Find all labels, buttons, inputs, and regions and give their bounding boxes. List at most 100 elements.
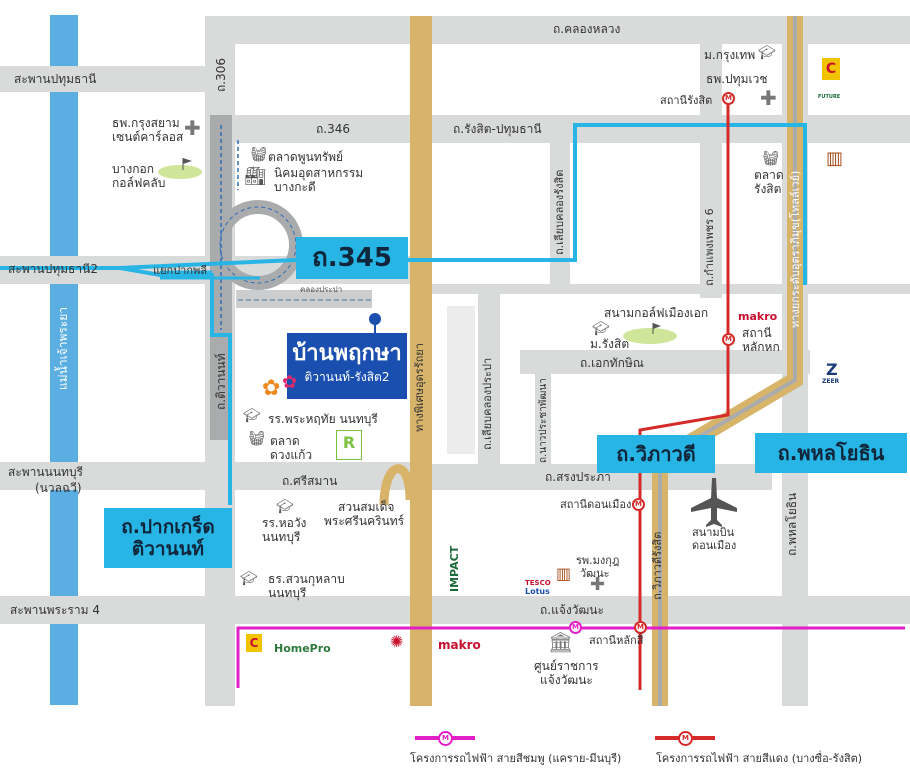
label-govt-center-1: ศูนย์ราชการ: [534, 659, 599, 673]
big-c-logo-bottom: C: [246, 634, 262, 652]
graduation-cap-icon-5: 🎓︎: [240, 571, 258, 587]
label-nawa: ถ.นาวประชาพัฒนา: [538, 378, 549, 463]
highway-uttra: [410, 16, 432, 706]
label-golf-muang-ake: สนามกอล์ฟเมืองเอก: [604, 306, 709, 320]
label-airport-2: ดอนเมือง: [692, 539, 737, 552]
label-talad-duangkaew-2: ดวงแก้ว: [270, 448, 313, 462]
basket-icon: 🧺︎: [250, 147, 268, 163]
label-phahon-small: ถ.พหลโยธิน: [785, 492, 799, 556]
label-airport-1: สนามบิน: [692, 526, 735, 539]
pink-line: [236, 626, 905, 688]
hospital-cross-icon-2: ✚: [184, 116, 201, 140]
flower-icon-2: ✿: [282, 372, 298, 393]
building-icon-2: ▥: [826, 148, 844, 169]
homepro-logo: HomePro: [274, 642, 331, 655]
label-nuan-chawi: (นวลฉวี): [35, 481, 82, 495]
label-lak-hok-2: หลักหก: [742, 340, 780, 354]
label-school-phrahruthai: รร.พระหฤทัย นนทบุรี: [268, 412, 378, 426]
label-krungsiam-2: เซนต์คาร์ลอส: [112, 130, 184, 144]
label-big-pak-kret-line2: ติวานนท์: [131, 538, 205, 560]
label-talad-duangkaew-1: ตลาด: [270, 434, 300, 448]
central-logo-icon: ✺: [390, 632, 404, 651]
label-m-rangsit: ม.รังสิต: [590, 337, 630, 351]
label-sri-sanan: ถ.ศรีสมาน: [282, 474, 338, 488]
label-hosp-mongkut-2: วัฒนะ: [580, 567, 610, 580]
label-big-pak-kret-line1: ถ.ปากเกร็ด: [121, 516, 215, 538]
impact-logo: IMPACT: [448, 545, 461, 592]
airplane-icon: [691, 478, 737, 527]
graduation-cap-icon-3: 🎓︎: [243, 408, 261, 424]
label-tiwanon: ถ.ติวานนท์: [214, 353, 228, 410]
graduation-cap-icon-4: 🎓︎: [276, 499, 294, 515]
red-line: [638, 100, 730, 690]
label-lak-hok-1: สถานี: [742, 326, 772, 340]
legend-pink-label: โครงการรถไฟฟ้า สายสีชมพู (แคราย-มีนบุรี): [410, 752, 622, 765]
makro-logo-bottom: makro: [438, 638, 481, 652]
basket-icon-2: 🧺︎: [762, 151, 780, 167]
factory-icon: 🏭︎: [244, 166, 267, 187]
label-bangkok-golf-1: บางกอก: [112, 162, 154, 176]
road-ek-thakhin: [520, 350, 810, 374]
chao-phraya-river: [50, 15, 78, 705]
label-nikhom-1: นิคมอุตสาหกรรม: [274, 166, 364, 180]
basket-icon-3: 🧺︎: [248, 431, 266, 447]
big-c-logo-top: C: [822, 58, 840, 80]
label-big-pak-kret: ถ.ปากเกร็ด ติวานนท์: [104, 508, 232, 568]
label-hosp-mongkut-1: รพ.มงกุฎ: [576, 554, 620, 567]
label-highway-uttra: ทางพิเศษอุดรรัถยา: [413, 343, 426, 432]
label-yaek-pak-phli: แยกปากพลี: [153, 264, 208, 277]
hospital-cross-icon-3: ✚: [590, 574, 606, 595]
legend-red-metro-icon: M: [678, 731, 693, 746]
building-icon: ▥: [556, 564, 572, 583]
label-tollway: ทางยกระดับอุตราภิมุข(โทลล์เวย์): [789, 170, 802, 328]
road-saphan-pathum: [0, 66, 205, 92]
label-talad-rangsit-1: ตลาด: [754, 168, 784, 182]
project-box[interactable]: บ้านพฤกษา ติวานนท์-รังสิต2: [287, 333, 407, 399]
flower-icon: ✿: [262, 376, 281, 401]
label-big-phahon: ถ.พหลโยธิน: [755, 433, 907, 473]
label-tha-pathumwet: ธพ.ปทุมเวช: [706, 72, 768, 86]
label-chaeng-watthana: ถ.แจ้งวัฒนะ: [540, 603, 604, 617]
graduation-cap-icon-2: 🎓︎: [592, 321, 610, 337]
label-road-306: ถ.306: [214, 58, 228, 92]
legend-red-label: โครงการรถไฟฟ้า สายสีแดง (บางซื่อ-รังสิต): [656, 752, 863, 765]
road-prapa: [478, 294, 500, 464]
label-suankularb-1: ธร.สวนกุหลาบ: [268, 572, 345, 586]
label-horwang-1: รร.หอวัง: [262, 516, 307, 530]
label-chao-phraya: แม่น้ำเจ้าพระยา: [56, 306, 70, 390]
label-sieb-prapa: ถ.เลียบคลองประปา: [481, 357, 494, 450]
label-rangsit-pathum: ถ.รังสิต-ปทุมธานี: [453, 122, 542, 136]
label-station-don-mueang: สถานีดอนเมือง: [560, 498, 632, 511]
lotus-logo: Lotus: [525, 587, 550, 596]
road-rama4: [0, 596, 910, 624]
label-horwang-2: นนทบุรี: [262, 530, 301, 544]
label-khlong-prapa: คลองประปา: [300, 285, 343, 294]
road-345-east: [430, 284, 910, 294]
label-nikhom-2: บางกะดี: [274, 180, 316, 194]
project-name: บ้านพฤกษา: [292, 341, 402, 366]
label-sieb-rangsit: ถ.เลียบคลองรังสิต: [553, 169, 566, 255]
future-logo: FUTURE: [818, 94, 841, 100]
makro-logo: makro: [738, 310, 778, 323]
label-rama4: สะพานพระราม 4: [10, 603, 100, 617]
project-sub: ติวานนท์-รังสิต2: [304, 370, 390, 384]
metro-rangsit-icon: M: [722, 92, 735, 105]
label-road-346: ถ.346: [316, 122, 350, 136]
label-talad-rangsit-2: รังสิต: [754, 182, 782, 196]
metro-don-mueang-icon: M: [632, 498, 645, 511]
label-song-prapha: ถ.สรงประภา: [545, 470, 611, 484]
graduation-cap-icon: 🎓︎: [758, 45, 776, 61]
label-station-rangsit: สถานีรังสิต: [660, 94, 713, 107]
zeer-text: ZEER: [822, 378, 840, 385]
label-govt-center-2: แจ้งวัฒนะ: [540, 673, 593, 687]
label-big-vibhavadi: ถ.วิภาวดี: [597, 435, 715, 473]
label-saphan-pathum: สะพานปทุมธานี: [14, 72, 97, 86]
road-sieb-prapa-block: [447, 306, 475, 454]
label-krungsiam-1: ธพ.กรุงสยาม: [112, 116, 180, 130]
robinson-logo: R: [336, 430, 362, 460]
legend-pink-metro-icon: M: [438, 731, 453, 746]
road-nawa: [535, 350, 551, 464]
label-saphan-pathum-2: สะพานปทุมธานี2: [8, 262, 98, 276]
metro-pink-icon: M: [569, 621, 582, 634]
